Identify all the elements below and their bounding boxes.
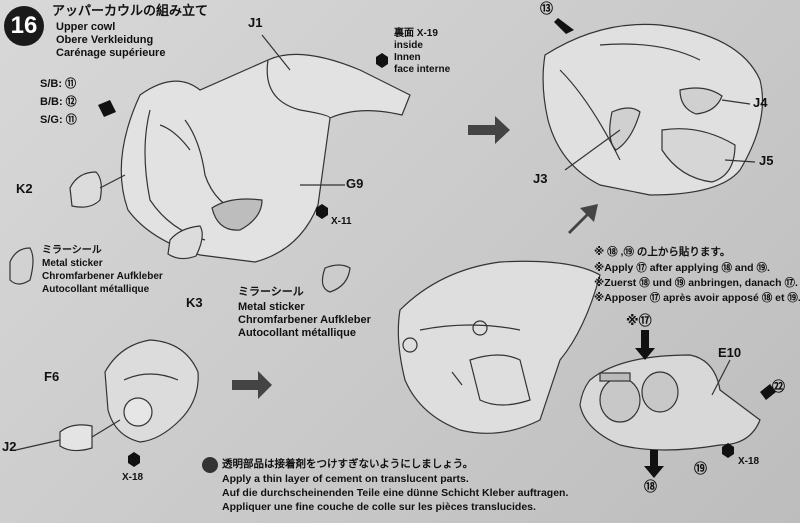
part-label-j2: J2 (2, 439, 17, 454)
mid-sticker-outline (321, 264, 351, 293)
caution-note-en: Apply a thin layer of cement on transluc… (222, 473, 469, 485)
sticker-mid-jp: ミラーシール (238, 286, 304, 298)
j3-lens-part (609, 107, 641, 151)
step-title-jp: アッパーカウルの組み立て (52, 3, 209, 18)
sticker-left-fr: Autocollant métallique (42, 284, 150, 295)
sticker-mid-en: Metal sticker (238, 301, 305, 313)
caution-note-jp: 透明部品は接着剤をつけすぎないようにしましょう。 (222, 458, 474, 470)
step-title-en: Upper cowl (56, 21, 116, 33)
process-arrow-icon (232, 116, 598, 399)
decal-number-17: ※⑰ (626, 313, 652, 328)
part-label-k3: K3 (186, 295, 203, 310)
decal-number-18: ⑱ (644, 479, 658, 494)
k3-lens-part (167, 225, 203, 260)
color-callout-sg: S/G: ⑪ (40, 114, 77, 126)
k2-lens-part (69, 171, 102, 208)
step-number-badge: 16 (4, 6, 44, 46)
sticker-left-de: Chromfarbener Aufkleber (42, 271, 163, 282)
part-label-j3: J3 (533, 171, 548, 186)
inside-note-de: Innen (394, 52, 421, 63)
part-label-g9: G9 (346, 176, 364, 191)
inside-note-code: 裏面 X-19 (394, 28, 438, 39)
inside-note-fr: face interne (394, 64, 451, 75)
step-title-fr: Carénage supérieure (56, 47, 166, 59)
step-title-de: Obere Verkleidung (56, 34, 154, 46)
caution-note-de: Auf die durchscheinenden Teile eine dünn… (222, 487, 569, 499)
decal-note-en: ※Apply ⑰ after applying ⑱ and ⑲. (594, 262, 770, 274)
inside-note-en: inside (394, 40, 423, 51)
color-callout-bb: B/B: ⑫ (40, 96, 77, 108)
part-label-f6: F6 (44, 369, 60, 384)
part-label-j5: J5 (759, 153, 774, 168)
cement-code-x11: X-11 (331, 216, 352, 227)
decal-number-19: ⑲ (694, 461, 708, 476)
upper-cowl-part (120, 53, 411, 263)
part-label-e10: E10 (718, 345, 742, 360)
sticker-mid-fr: Autocollant métallique (238, 327, 356, 339)
color-callout-sb: S/B: ⑪ (40, 78, 77, 90)
cowl-rear-view (397, 260, 601, 434)
sticker-left-jp: ミラーシール (42, 245, 102, 256)
decal-number-13: ⑬ (540, 1, 554, 16)
decal-number-22: ㉒ (772, 379, 786, 394)
cement-code-x18-b: X-18 (738, 456, 760, 467)
decal-note-jp: ※ ⑱ ,⑲ の上から貼ります。 (594, 246, 731, 258)
j5-lens-part (661, 128, 736, 183)
caution-burst-icon (202, 457, 218, 473)
left-sticker-outline (9, 247, 34, 285)
decal-note-fr: ※Apposer ⑰ après avoir apposé ⑱ et ⑲. (594, 292, 800, 304)
cement-bottle-icon (128, 53, 734, 467)
j4-lens-part (679, 87, 723, 115)
decal-arrow-icon (98, 18, 776, 478)
part-label-j1: J1 (248, 15, 263, 30)
j2-lens-part (59, 424, 93, 452)
sticker-mid-de: Chromfarbener Aufkleber (238, 314, 371, 326)
caution-note-fr: Appliquer une fine couche de colle sur l… (222, 501, 536, 513)
part-label-k2: K2 (16, 181, 33, 196)
sticker-left-en: Metal sticker (42, 258, 103, 269)
decal-note-de: ※Zuerst ⑱ und ⑲ anbringen, danach ⑰. (594, 277, 798, 289)
f6-housing-part (104, 339, 199, 443)
cement-code-x18-a: X-18 (122, 472, 144, 483)
part-label-j4: J4 (753, 95, 768, 110)
